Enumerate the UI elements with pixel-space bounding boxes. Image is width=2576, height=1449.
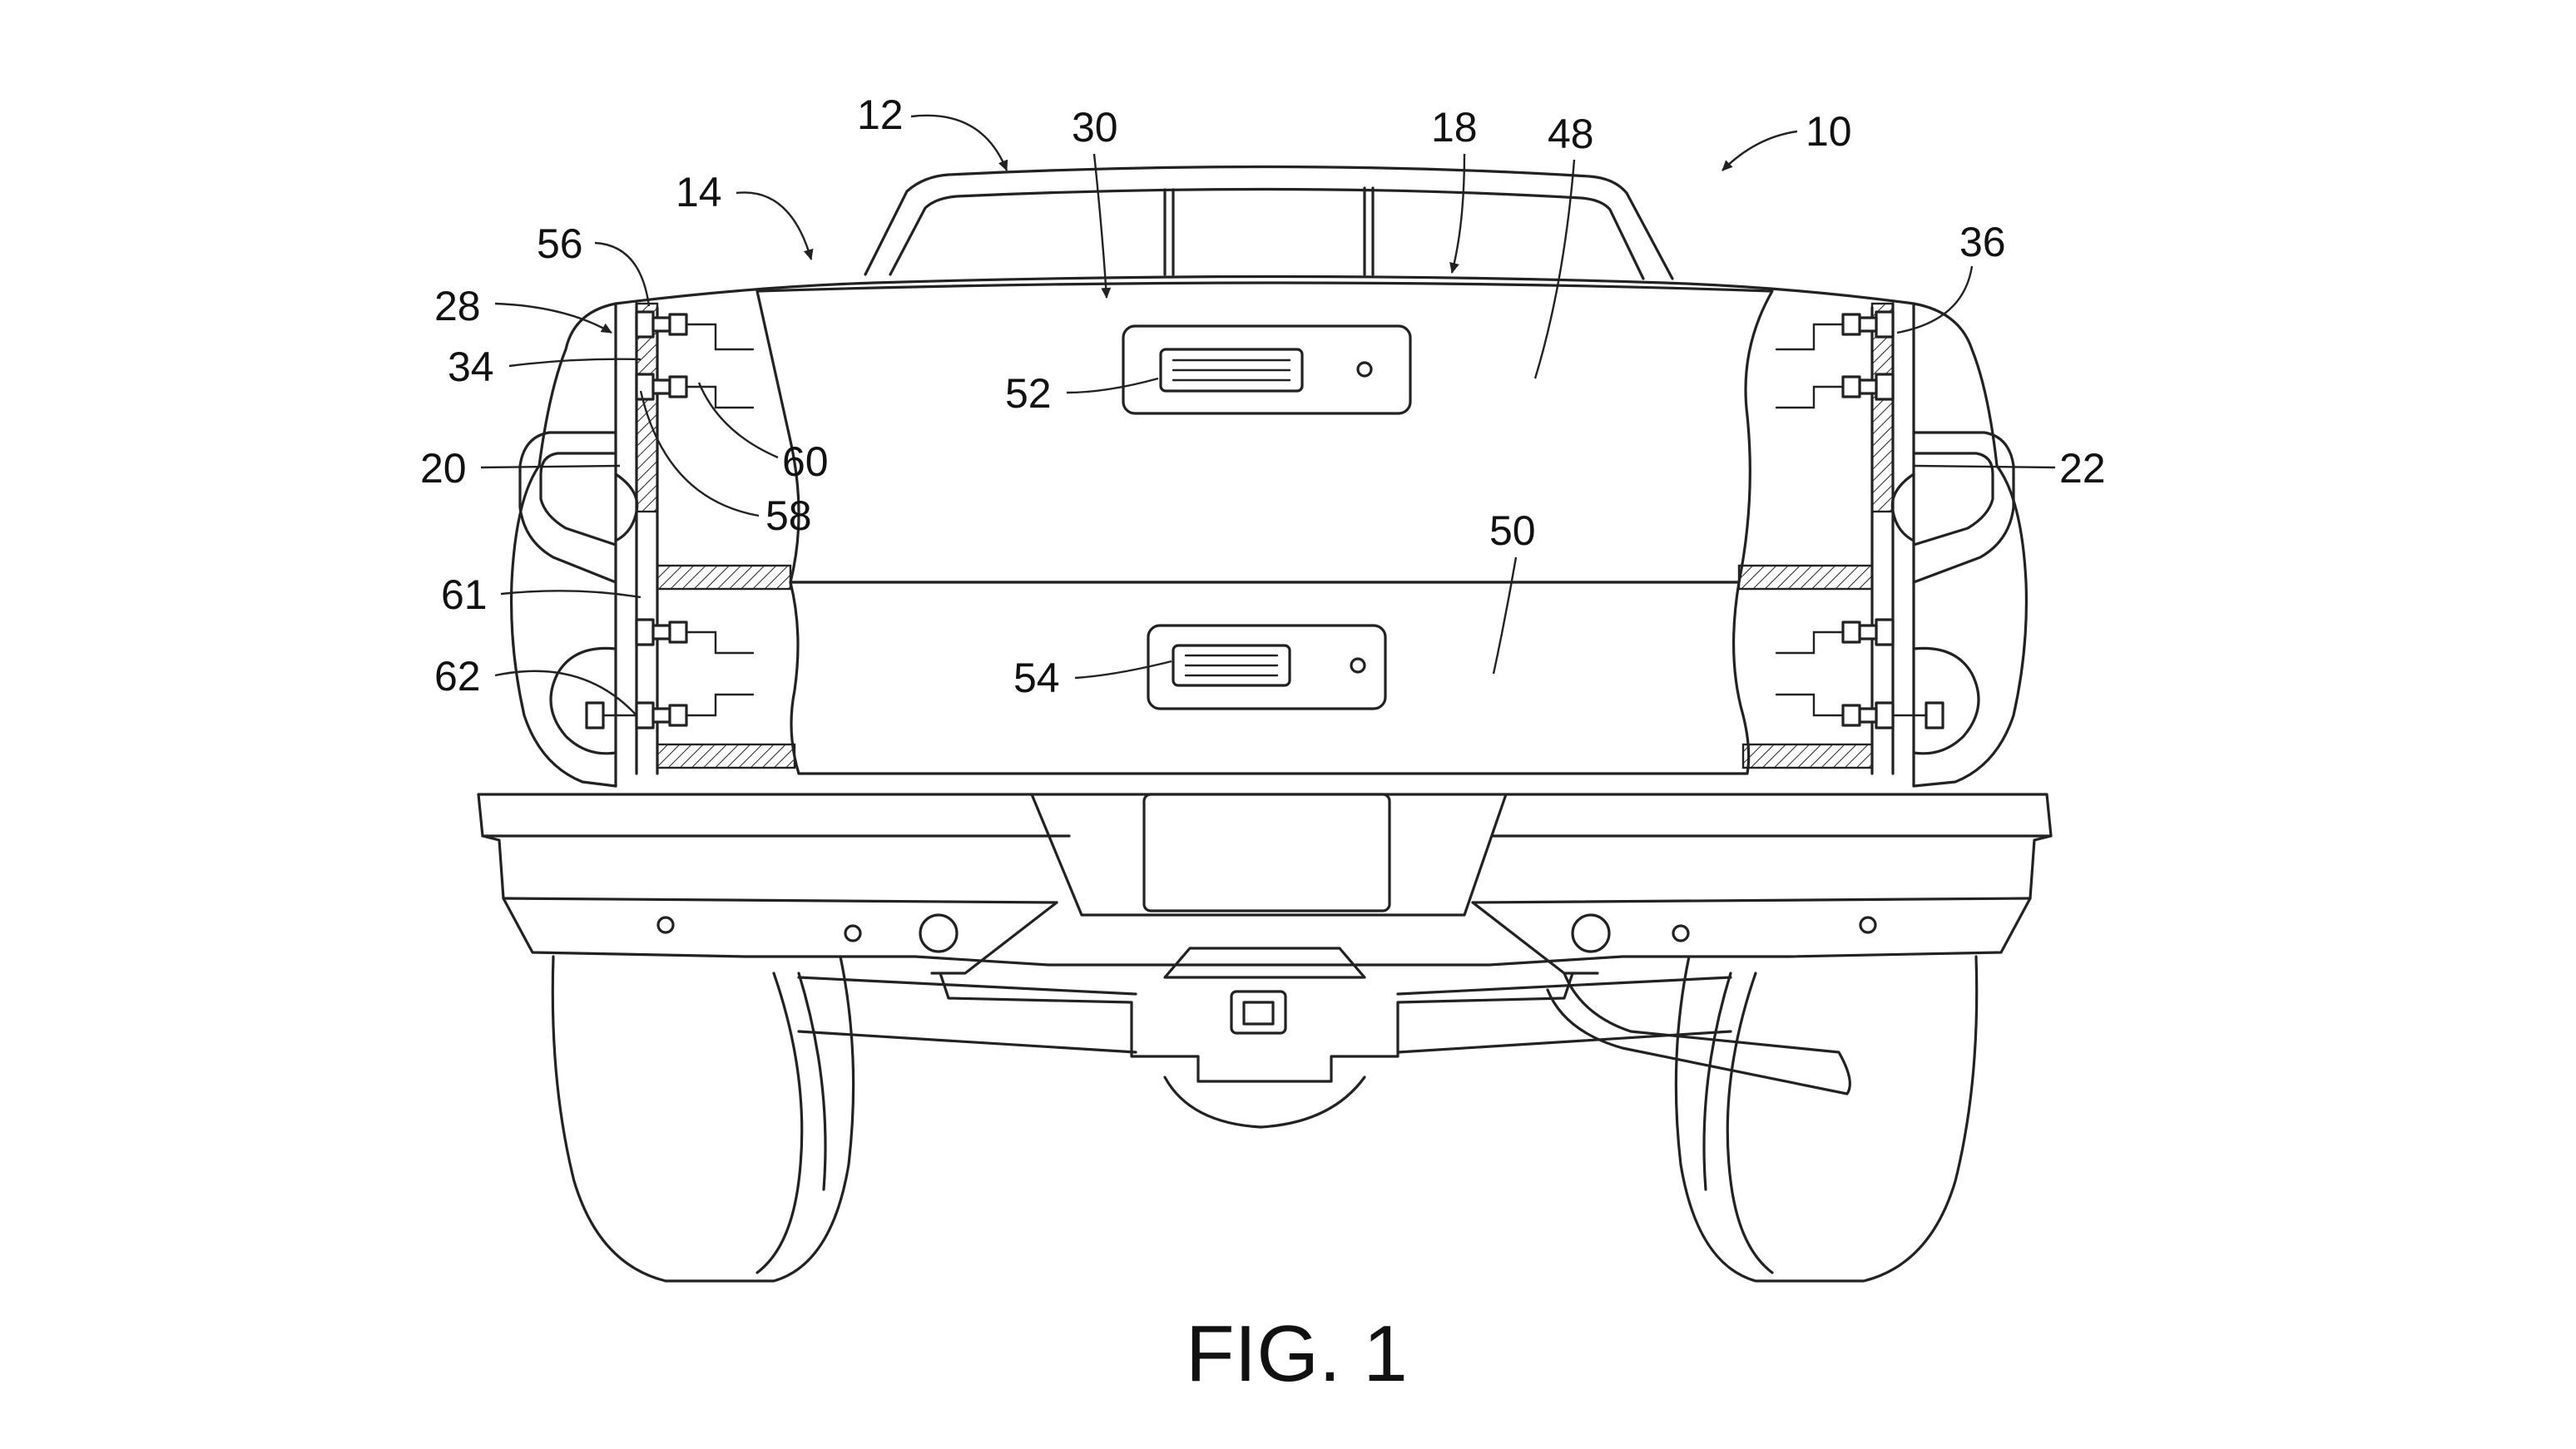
ref-56: 56 bbox=[537, 220, 583, 267]
right-latch-strikers bbox=[1775, 310, 1944, 729]
exhaust-pipe bbox=[1546, 972, 1851, 1095]
tailgate-upper-panel bbox=[755, 281, 1774, 584]
left-tire bbox=[551, 955, 855, 1283]
ref-28: 28 bbox=[434, 283, 481, 329]
ref-30: 30 bbox=[1072, 104, 1118, 151]
lower-handle bbox=[1147, 624, 1387, 710]
ref-14: 14 bbox=[676, 169, 722, 215]
trailer-hitch bbox=[939, 972, 1574, 1083]
cab-window bbox=[889, 187, 1645, 280]
reference-labels: 12 30 18 48 10 14 56 36 28 34 52 60 bbox=[420, 91, 2106, 716]
ref-10: 10 bbox=[1806, 108, 1852, 155]
ref-52: 52 bbox=[1005, 370, 1052, 417]
ref-61: 61 bbox=[441, 571, 488, 618]
ref-12: 12 bbox=[857, 91, 904, 138]
ref-18: 18 bbox=[1431, 104, 1478, 151]
ref-60: 60 bbox=[782, 438, 829, 485]
rear-bumper bbox=[477, 793, 2053, 967]
ref-48: 48 bbox=[1548, 111, 1594, 157]
ref-58: 58 bbox=[765, 492, 812, 539]
left-bed-side bbox=[509, 302, 617, 788]
ref-36: 36 bbox=[1959, 219, 2006, 265]
left-taillight bbox=[518, 431, 617, 584]
right-tire bbox=[1674, 955, 1979, 1283]
ref-50: 50 bbox=[1489, 507, 1536, 554]
tailgate-top-edge bbox=[614, 274, 1915, 305]
ref-34: 34 bbox=[448, 344, 494, 390]
truck-drawing bbox=[477, 165, 2053, 1283]
left-latch-strikers bbox=[585, 310, 755, 729]
ref-20: 20 bbox=[420, 445, 467, 492]
right-taillight bbox=[1912, 431, 2015, 584]
ref-54: 54 bbox=[1013, 655, 1060, 701]
upper-handle bbox=[1122, 324, 1412, 415]
license-plate-area bbox=[1142, 793, 1391, 912]
ref-22: 22 bbox=[2059, 445, 2106, 492]
cab-outline bbox=[864, 165, 1674, 280]
ref-62: 62 bbox=[434, 653, 481, 700]
figure-caption: FIG. 1 bbox=[1186, 1309, 1408, 1398]
right-bed-side bbox=[1912, 302, 2029, 788]
